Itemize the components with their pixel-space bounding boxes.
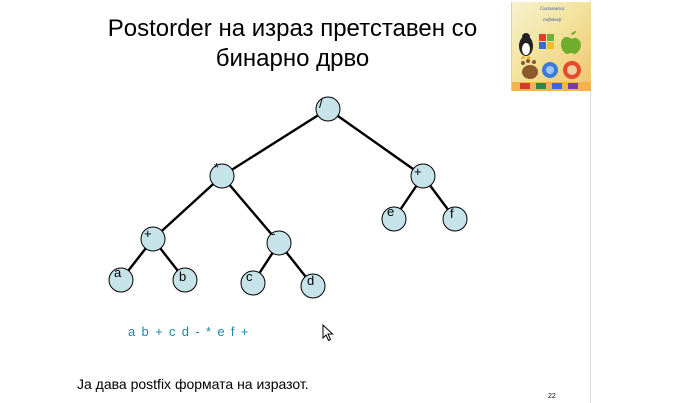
- tree-node-e: [381, 206, 407, 232]
- postfix-token: d: [181, 324, 190, 339]
- tree-node-label-plus-right: +: [414, 164, 422, 179]
- tree-node-label-mul: *: [214, 160, 219, 175]
- title-line-2: бинарно дрво: [215, 45, 370, 72]
- postfix-token: b: [141, 324, 150, 339]
- tree-node-label-root: /: [319, 96, 323, 111]
- postfix-token: f: [230, 324, 235, 339]
- postfix-token: e: [217, 324, 225, 339]
- postfix-token: c: [168, 324, 176, 339]
- postfix-token: +: [240, 324, 249, 339]
- page-number: 22: [548, 393, 556, 400]
- postfix-token: a: [128, 324, 136, 339]
- tree-node-minus: [266, 230, 292, 256]
- logo-text-top: Системски: [539, 7, 564, 12]
- tree-node-label-minus: -: [271, 226, 275, 241]
- tree-edge-root-plus-right: [327, 108, 424, 177]
- postfix-token: +: [155, 324, 163, 339]
- tree-nodes: / * + + - e f a b c d: [108, 96, 468, 299]
- tree-node-plus-right: [410, 163, 436, 189]
- tree-edges: [120, 107, 456, 287]
- tree-edge-mul-plus-left: [152, 175, 223, 240]
- expression-tree: / * + + - e f a b c d: [108, 96, 468, 299]
- slide: Postorder на израз претставен со бинарно…: [60, 0, 591, 403]
- tree-node-f: [442, 206, 468, 232]
- postfix-token: *: [205, 324, 212, 339]
- postfix-token: -: [195, 324, 200, 339]
- tree-node-mul: [209, 163, 235, 189]
- tree-node-label-a: a: [114, 265, 122, 280]
- course-logo: Системски софтвер: [511, 2, 591, 91]
- mouse-pointer-icon: [322, 324, 334, 342]
- tree-node-label-b: b: [179, 269, 186, 284]
- tree-node-c: [240, 270, 266, 296]
- tree-node-label-c: c: [246, 269, 253, 284]
- tree-edge-mul-minus: [221, 175, 280, 244]
- os-logos-icon: [512, 31, 591, 91]
- tree-edge-root-mul: [221, 107, 329, 178]
- tree-node-a: [108, 267, 134, 293]
- slide-caption: Ја дава postfix формата на изразот.: [77, 376, 309, 392]
- slide-title: Postorder на израз претставен со бинарно…: [60, 14, 525, 74]
- tree-node-root: [315, 96, 341, 122]
- tree-node-b: [172, 267, 198, 293]
- title-line-1: Postorder на израз претставен со: [107, 15, 478, 42]
- tree-node-plus-left: [140, 226, 166, 252]
- tree-node-label-f: f: [450, 206, 454, 221]
- logo-text-bottom: софтвер: [542, 18, 562, 23]
- tree-node-label-d: d: [307, 273, 314, 288]
- tree-node-label-e: e: [387, 204, 394, 219]
- tree-node-label-plus-left: +: [144, 226, 152, 241]
- tree-node-d: [300, 273, 326, 299]
